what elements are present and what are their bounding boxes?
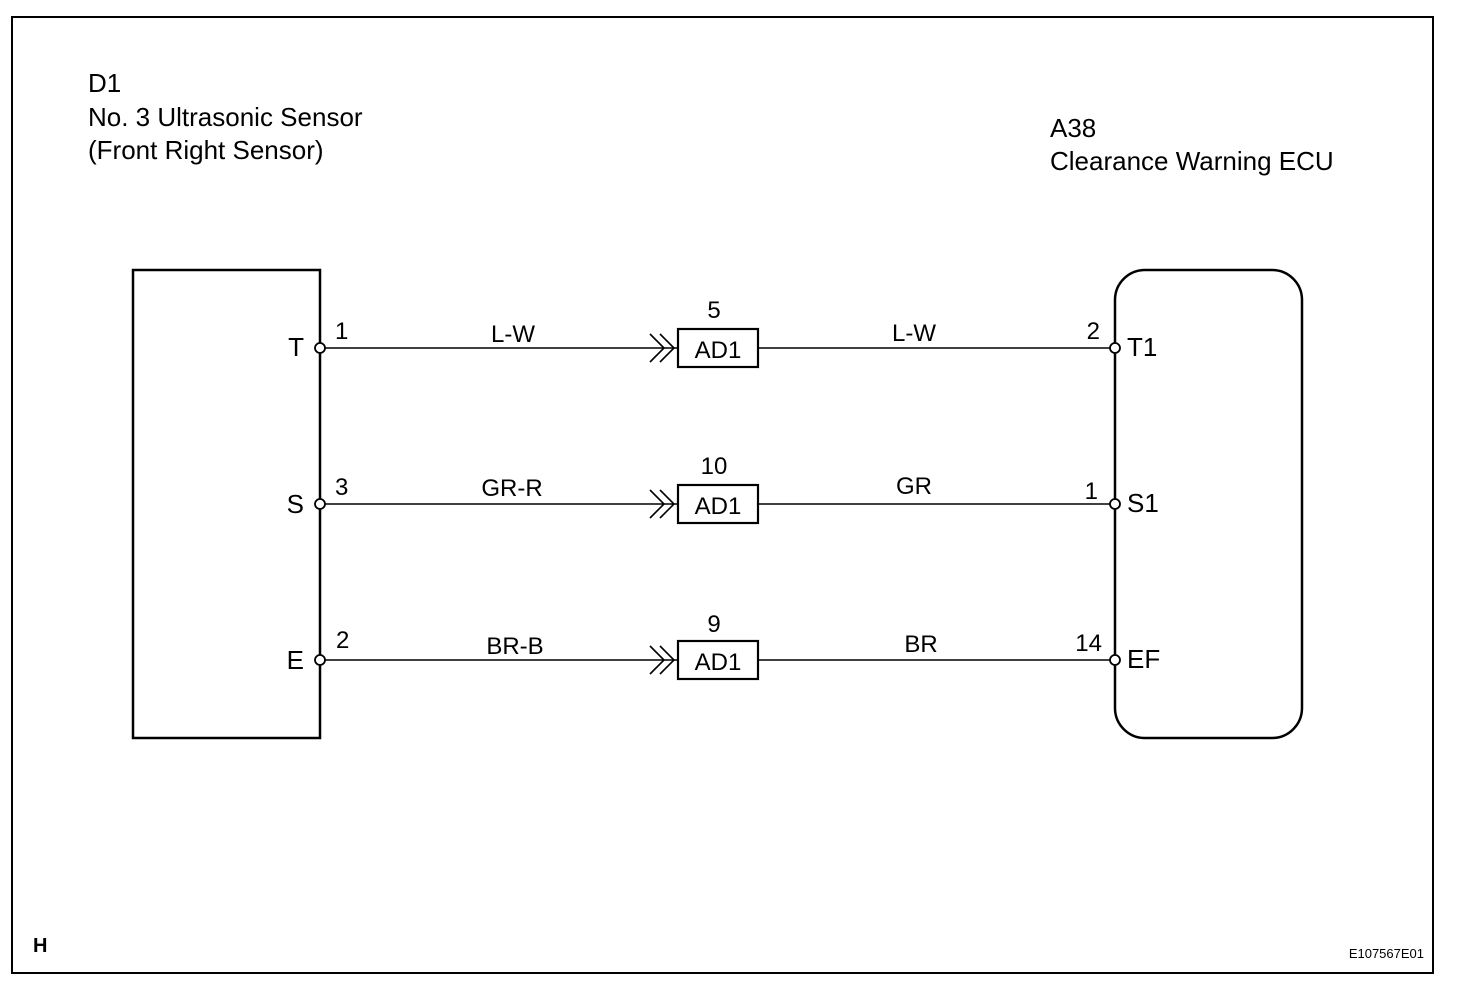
right-component-code: A38 [1050, 113, 1096, 143]
corner-letter: H [33, 935, 47, 957]
left-terminal-dot [314, 498, 326, 510]
left-component-code: D1 [88, 68, 121, 98]
left-terminal-dot [314, 654, 326, 666]
connector-chevron-icon [649, 489, 676, 519]
inline-connector-box [676, 327, 760, 369]
right-terminal-dot [1109, 654, 1121, 666]
inline-connector-pin: 5 [707, 297, 720, 324]
right-pin-number: 2 [1087, 318, 1100, 345]
left-wire-color: BR-B [486, 633, 543, 660]
inline-connector-box [676, 639, 760, 681]
left-wire-color: L-W [491, 321, 535, 348]
left-component-box [131, 268, 322, 740]
left-component-subname: (Front Right Sensor) [88, 135, 324, 165]
left-terminal-name: S [287, 489, 304, 519]
right-component-name: Clearance Warning ECU [1050, 146, 1334, 176]
figure-code: E107567E01 [1349, 946, 1424, 961]
left-pin-number: 2 [336, 627, 349, 654]
right-pin-number: 14 [1075, 630, 1102, 657]
inline-connector-pin: 10 [701, 453, 728, 480]
right-terminal-dot [1109, 498, 1121, 510]
left-terminal-name: E [287, 645, 304, 675]
left-pin-number: 3 [335, 474, 348, 501]
diagram-frame [11, 16, 1434, 974]
left-component-name: No. 3 Ultrasonic Sensor [88, 102, 363, 132]
right-wire-color: L-W [892, 320, 936, 347]
circuit-row: AD1 5 T 1 L-W L-W 2 T1 [288, 297, 1157, 369]
circuit-row: AD1 10 S 3 GR-R GR 1 S1 [287, 453, 1159, 525]
right-terminal-dot [1109, 342, 1121, 354]
inline-connector-box [676, 483, 760, 525]
left-wire-color: GR-R [481, 475, 542, 502]
right-wire-color: BR [904, 631, 937, 658]
left-terminal-dot [314, 342, 326, 354]
left-terminal-name: T [288, 332, 304, 362]
left-pin-number: 1 [335, 318, 348, 345]
right-terminal-name: T1 [1127, 332, 1157, 362]
connector-chevron-icon [649, 333, 676, 363]
circuit-row: AD1 9 E 2 BR-B BR 14 EF [287, 611, 1160, 681]
connector-chevron-icon [649, 645, 676, 675]
right-wire-color: GR [896, 473, 932, 500]
inline-connector-label: AD1 [695, 337, 742, 364]
right-terminal-name: EF [1127, 644, 1160, 674]
right-terminal-name: S1 [1127, 488, 1159, 518]
inline-connector-pin: 9 [707, 611, 720, 638]
inline-connector-label: AD1 [695, 493, 742, 520]
inline-connector-label: AD1 [695, 649, 742, 676]
right-pin-number: 1 [1085, 478, 1098, 505]
